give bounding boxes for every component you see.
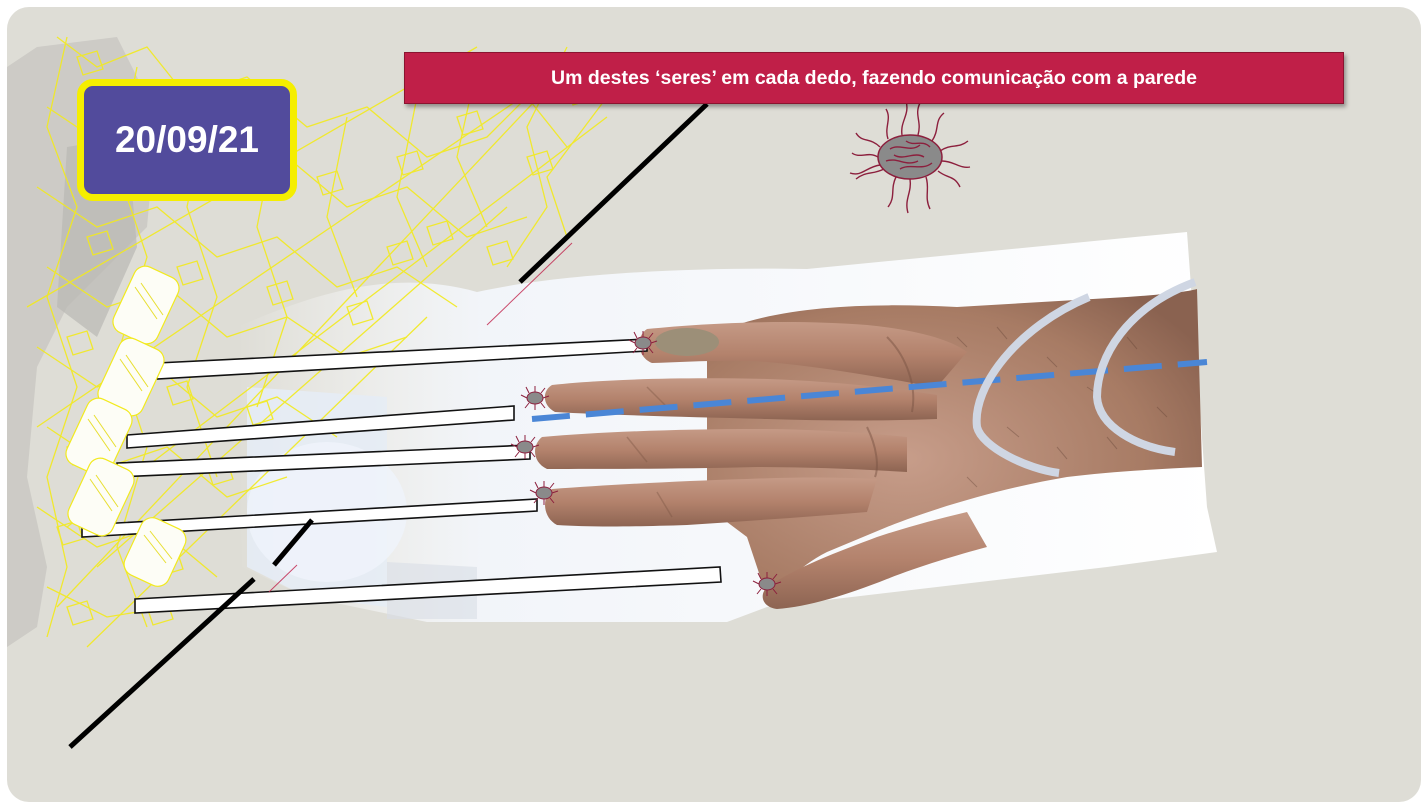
large-creature-icon xyxy=(850,101,970,213)
slide-canvas: 20/09/21 Um destes ‘seres’ em cada dedo,… xyxy=(7,7,1421,802)
caption-banner: Um destes ‘seres’ em cada dedo, fazendo … xyxy=(404,52,1344,104)
date-badge: 20/09/21 xyxy=(77,79,297,201)
